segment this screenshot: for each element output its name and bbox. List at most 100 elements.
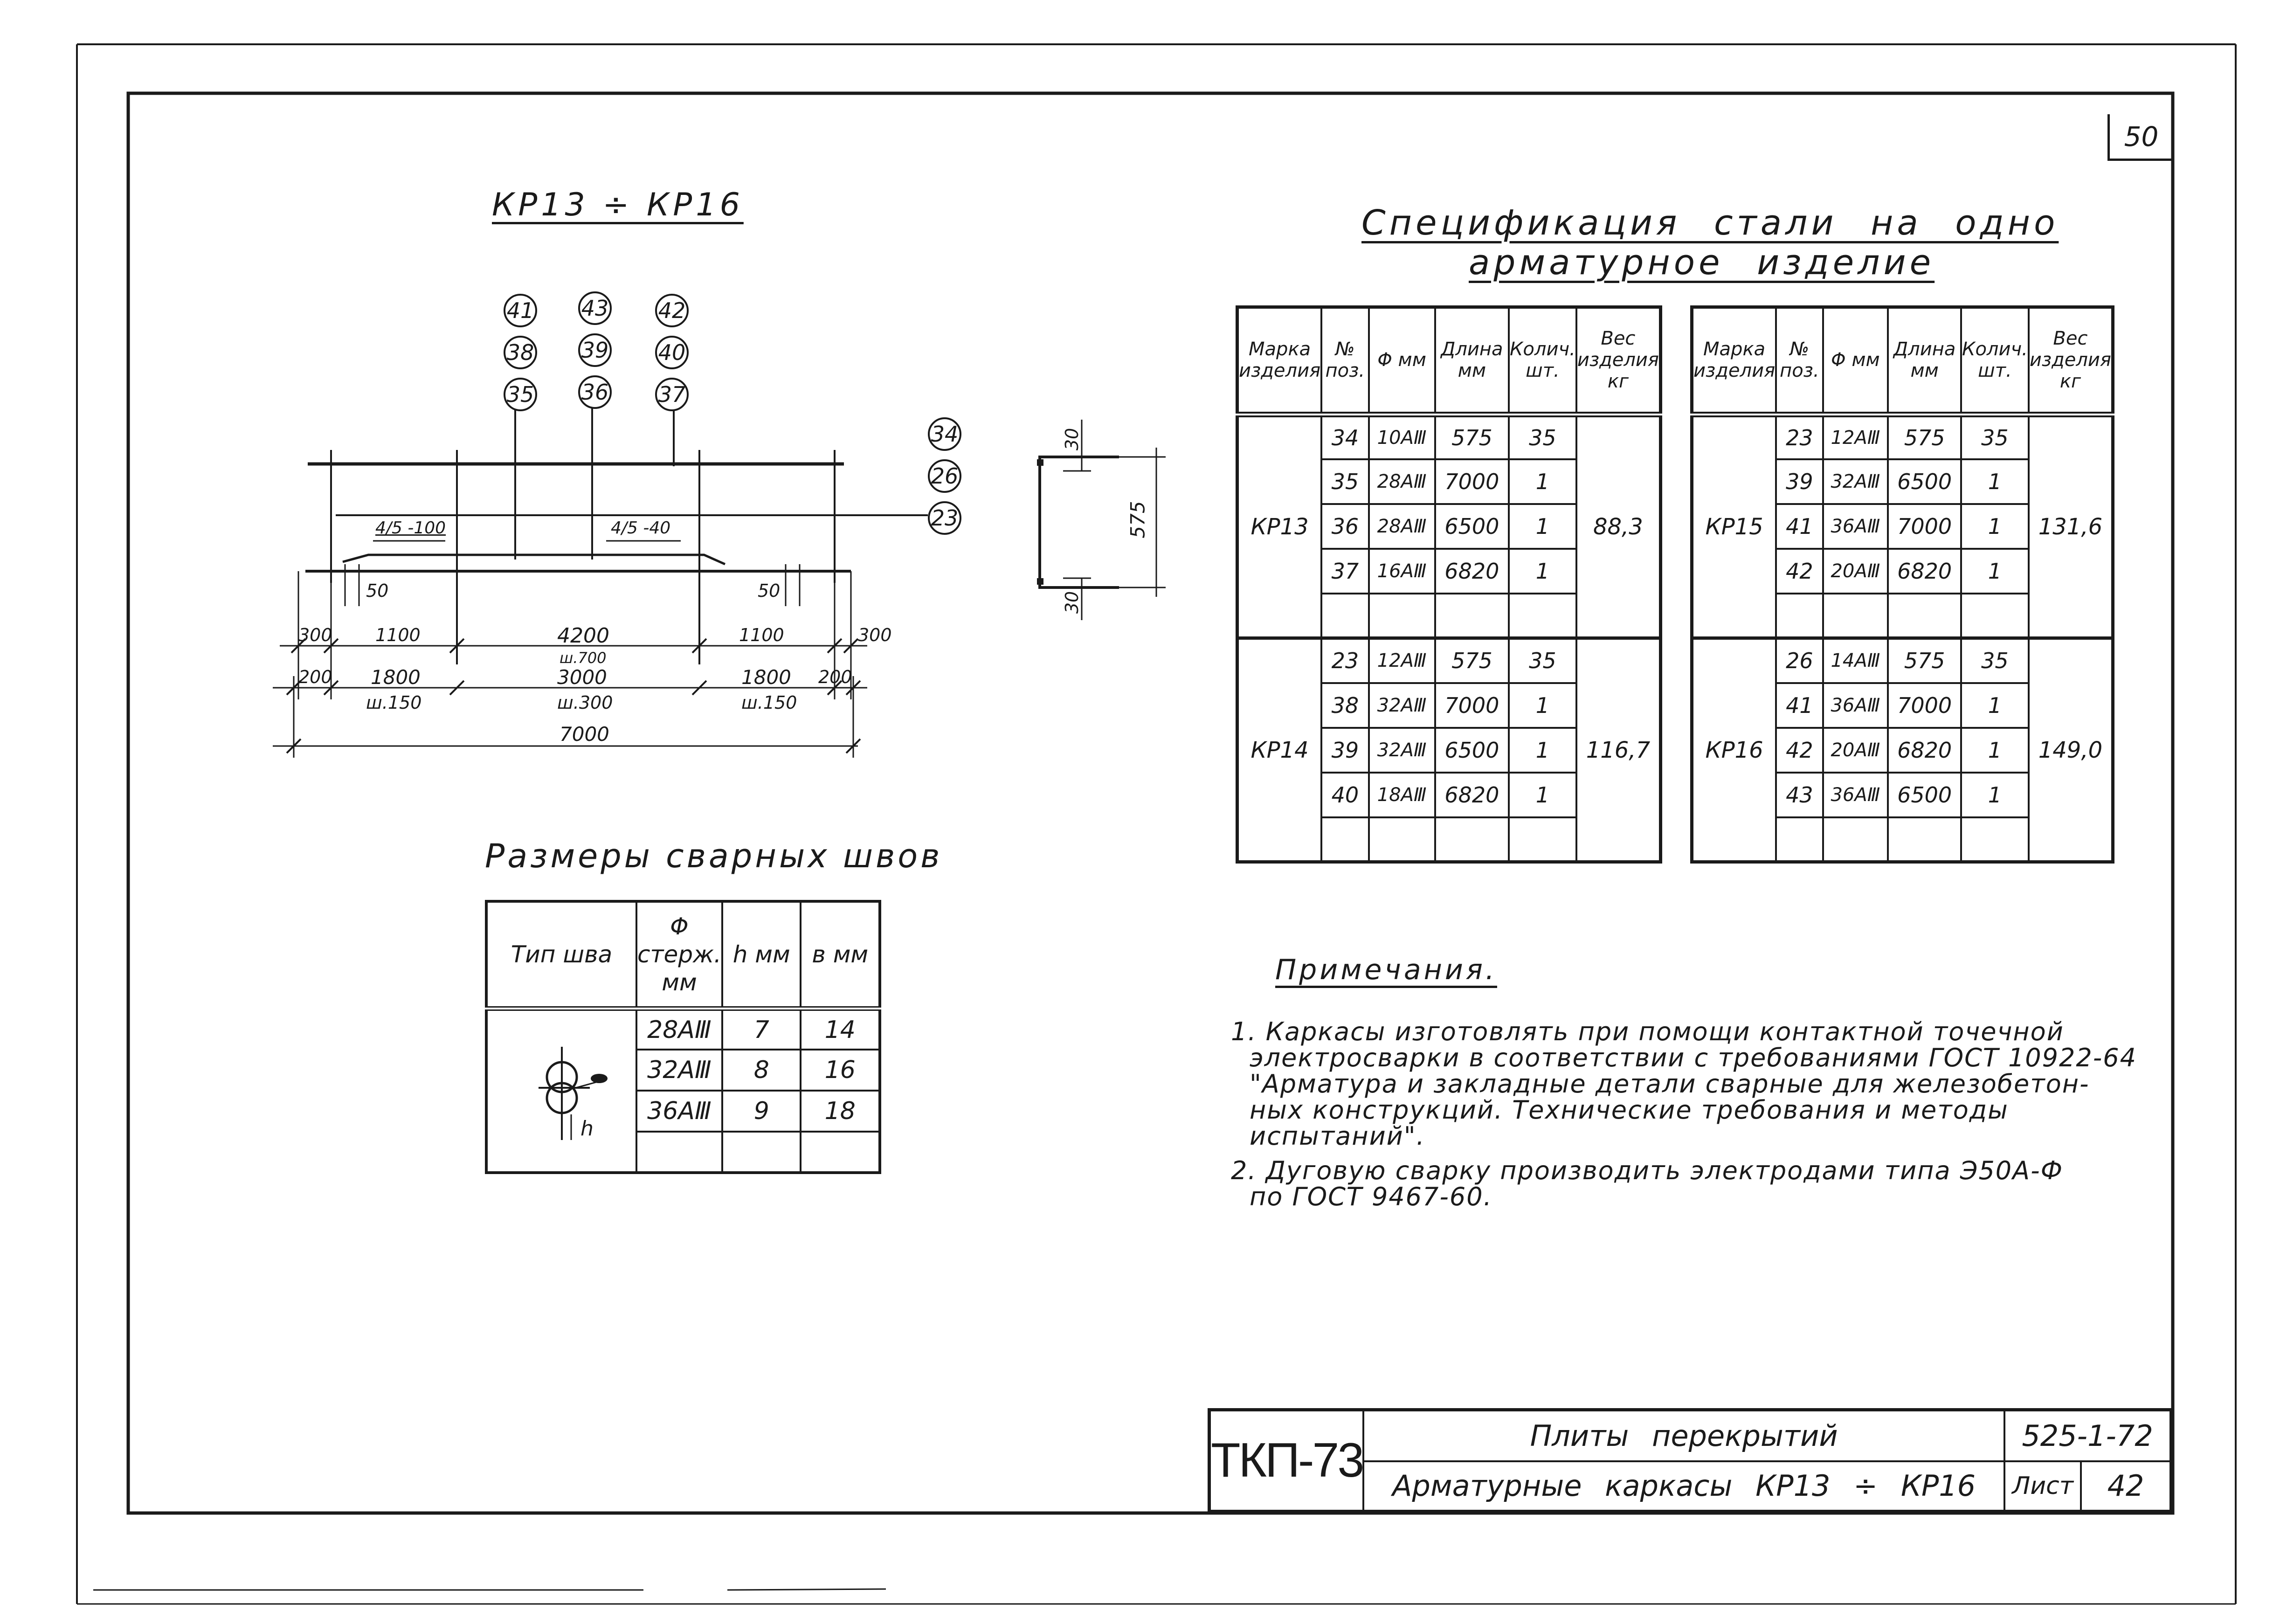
- spec-phi: 12АⅢ: [1822, 413, 1889, 460]
- spec-phi: 32АⅢ: [1822, 458, 1889, 505]
- spec-qty: 1: [1508, 458, 1577, 505]
- dim-row1-1: 1100: [375, 625, 421, 645]
- spec-qty: 1: [1960, 682, 2030, 729]
- spec-len: [1887, 592, 1962, 639]
- spec-phi: [1368, 816, 1436, 863]
- spec-phi: 16АⅢ: [1368, 547, 1436, 594]
- dim-total: 7000: [560, 723, 609, 746]
- spec-qty: 1: [1508, 547, 1577, 594]
- sheet-number-box: 50: [2107, 114, 2173, 161]
- spec-weight: 116,7: [1575, 637, 1662, 863]
- title-block-series: 525-1-72: [2004, 1409, 2172, 1462]
- spec-qty: 35: [1960, 637, 2030, 684]
- dim-row2-3: 1800: [741, 666, 791, 689]
- spec-pos: 39: [1775, 458, 1824, 505]
- dim-row2-4: 200: [818, 667, 852, 687]
- slope-right-label: 4/5 -40: [611, 518, 671, 538]
- dim-50-right: 50: [758, 580, 781, 601]
- spec-pos: 40: [1320, 771, 1370, 818]
- spec-header-len: Длина мм: [1434, 306, 1510, 415]
- spec-pos: 23: [1320, 637, 1370, 684]
- spec-header-qty: Колич. шт.: [1960, 306, 2030, 415]
- note-line: ных конструкций. Технические требования …: [1250, 1095, 2009, 1125]
- spec-pos: 39: [1320, 726, 1370, 774]
- spec-qty: 1: [1508, 726, 1577, 774]
- weld-phi: 28АⅢ: [635, 1008, 724, 1050]
- spec-qty: 1: [1508, 682, 1577, 729]
- weld-empty-cell: [635, 1131, 724, 1174]
- spec-phi: 28АⅢ: [1368, 458, 1436, 505]
- weld-sketch: [539, 1047, 608, 1140]
- callout-circle: 40: [655, 336, 689, 369]
- note-line: "Арматура и закладные детали сварные для…: [1250, 1069, 2090, 1099]
- spec-qty: 1: [1508, 503, 1577, 550]
- spec-phi: 36АⅢ: [1822, 682, 1889, 729]
- weld-b: 14: [800, 1008, 881, 1050]
- spec-len: 575: [1887, 413, 1962, 460]
- spec-phi: 32АⅢ: [1368, 682, 1436, 729]
- spec-mark: КР16: [1691, 637, 1777, 863]
- spec-phi: 36АⅢ: [1822, 503, 1889, 550]
- spec-phi: 20АⅢ: [1822, 547, 1889, 594]
- spec-phi: 14АⅢ: [1822, 637, 1889, 684]
- dim-row2-sub-1: ш.300: [557, 692, 613, 713]
- spec-row: [1237, 592, 1661, 639]
- spec-qty: 1: [1960, 458, 2030, 505]
- spec-pos: 41: [1775, 503, 1824, 550]
- spec-phi: [1368, 592, 1436, 639]
- section-dim-top: 30: [1062, 428, 1083, 451]
- spec-title-line1: Спецификация стали на одно: [1361, 203, 2059, 243]
- spec-pos: 43: [1775, 771, 1824, 818]
- dim-row2-sub-0: ш.150: [366, 692, 422, 713]
- spec-weight: 131,6: [2027, 413, 2114, 639]
- spec-header-weight: Вес изделия кг: [1575, 306, 1662, 415]
- spec-len: 7000: [1887, 503, 1962, 550]
- spec-len: 575: [1434, 637, 1510, 684]
- spec-header-pos: № поз.: [1775, 306, 1824, 415]
- weld-phi: 32АⅢ: [635, 1049, 724, 1092]
- spec-header-len: Длина мм: [1887, 306, 1962, 415]
- spec-len: 7000: [1434, 682, 1510, 729]
- callout-circle: 37: [655, 378, 689, 411]
- weld-b: 18: [800, 1090, 881, 1133]
- section-dim-height: 575: [1126, 501, 1149, 539]
- spec-phi: [1822, 592, 1889, 639]
- spec-mark: КР15: [1691, 413, 1777, 639]
- spec-pos: [1775, 592, 1824, 639]
- weld-h-label: h: [580, 1117, 594, 1140]
- dim-row1-0: 300: [298, 625, 332, 645]
- note-line: по ГОСТ 9467-60.: [1250, 1182, 1492, 1211]
- spec-row: [1692, 816, 2113, 863]
- spec-len: 6500: [1887, 458, 1962, 505]
- dim-row2-2: 3000: [557, 666, 607, 689]
- note-line: электросварки в соответствии с требовани…: [1250, 1043, 2137, 1072]
- weld-header-h: h мм: [721, 900, 802, 1009]
- dim-row1-sub: ш.700: [560, 649, 607, 667]
- spec-qty: 35: [1960, 413, 2030, 460]
- frame-section: [1037, 420, 1166, 620]
- dim-row1-2: 4200: [557, 624, 609, 648]
- spec-header-mark: Марка изделия: [1691, 306, 1777, 415]
- spec-len: 7000: [1434, 458, 1510, 505]
- callout-circle: 41: [504, 294, 537, 327]
- spec-qty: 1: [1508, 771, 1577, 818]
- spec-title-line2: арматурное изделие: [1469, 242, 1935, 283]
- section-dim-bottom: 30: [1062, 591, 1083, 614]
- spec-len: 6820: [1887, 547, 1962, 594]
- note-line: 1. Каркасы изготовлять при помощи контак…: [1231, 1017, 2064, 1046]
- spec-qty: 35: [1508, 637, 1577, 684]
- spec-pos: 37: [1320, 547, 1370, 594]
- callout-circle: 38: [504, 336, 537, 369]
- spec-pos: 36: [1320, 503, 1370, 550]
